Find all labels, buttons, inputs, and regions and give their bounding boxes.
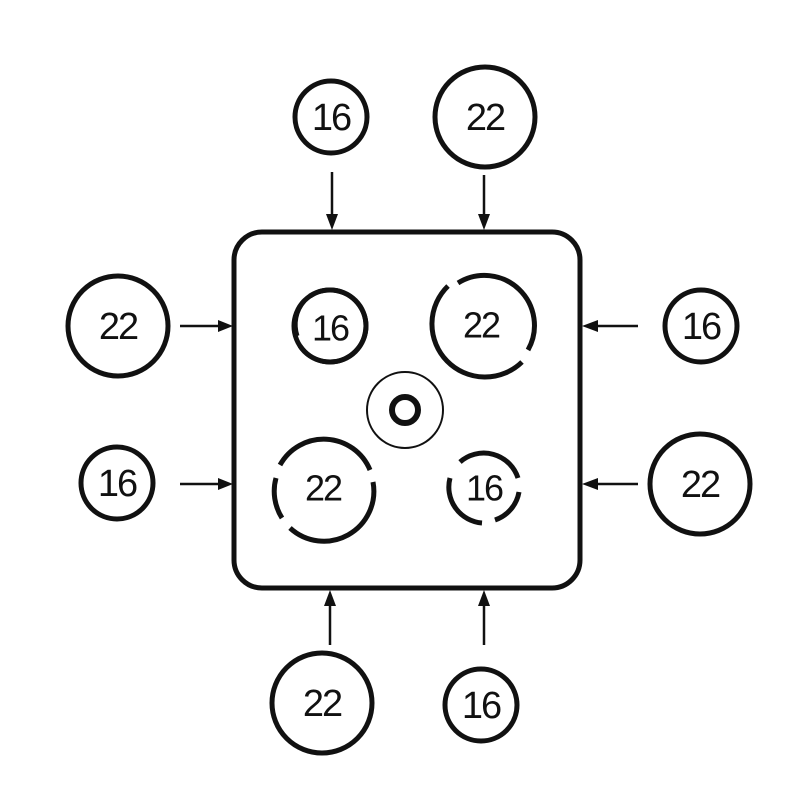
inner-contact-upper-right: 22 bbox=[429, 272, 537, 380]
outer-contact-left-lower: 16 bbox=[78, 444, 156, 522]
arrow-bottom-right bbox=[478, 590, 490, 645]
outer-label-right-upper: 16 bbox=[682, 306, 721, 348]
inner-label-upper-left: 16 bbox=[312, 308, 349, 349]
arrow-right-upper bbox=[582, 320, 638, 332]
outer-contact-right-lower: 22 bbox=[647, 431, 753, 537]
arrow-right-lower bbox=[582, 478, 638, 490]
outer-label-top-right: 22 bbox=[466, 97, 505, 139]
inner-label-upper-right: 22 bbox=[463, 305, 500, 346]
outer-contact-bottom-right: 16 bbox=[442, 666, 520, 744]
arrow-left-upper bbox=[180, 320, 233, 332]
outer-contact-right-upper: 16 bbox=[662, 287, 740, 365]
arrow-bottom-left bbox=[324, 590, 336, 645]
arrow-left-lower bbox=[180, 478, 233, 490]
outer-contact-top-right: 22 bbox=[432, 64, 538, 170]
outer-label-bottom-right: 16 bbox=[462, 685, 501, 727]
outer-label-left-lower: 16 bbox=[98, 463, 137, 505]
inner-contact-lower-left: 22 bbox=[271, 436, 377, 544]
outer-contact-bottom-left: 22 bbox=[269, 650, 375, 756]
inner-label-lower-left: 22 bbox=[305, 468, 342, 509]
arrow-top-right bbox=[478, 175, 490, 230]
outer-label-left-upper: 22 bbox=[99, 306, 138, 348]
center-pin bbox=[366, 371, 444, 449]
outer-contact-top-left: 16 bbox=[292, 78, 370, 156]
outer-label-right-lower: 22 bbox=[681, 464, 720, 506]
arrow-top-left bbox=[326, 172, 338, 230]
outer-label-top-left: 16 bbox=[312, 97, 351, 139]
inner-label-lower-right: 16 bbox=[466, 468, 503, 509]
inner-contact-upper-left: 16 bbox=[291, 287, 369, 365]
outer-label-bottom-left: 22 bbox=[303, 683, 342, 725]
inner-contact-lower-right: 16 bbox=[446, 450, 522, 526]
outer-contact-left-upper: 22 bbox=[65, 273, 171, 379]
